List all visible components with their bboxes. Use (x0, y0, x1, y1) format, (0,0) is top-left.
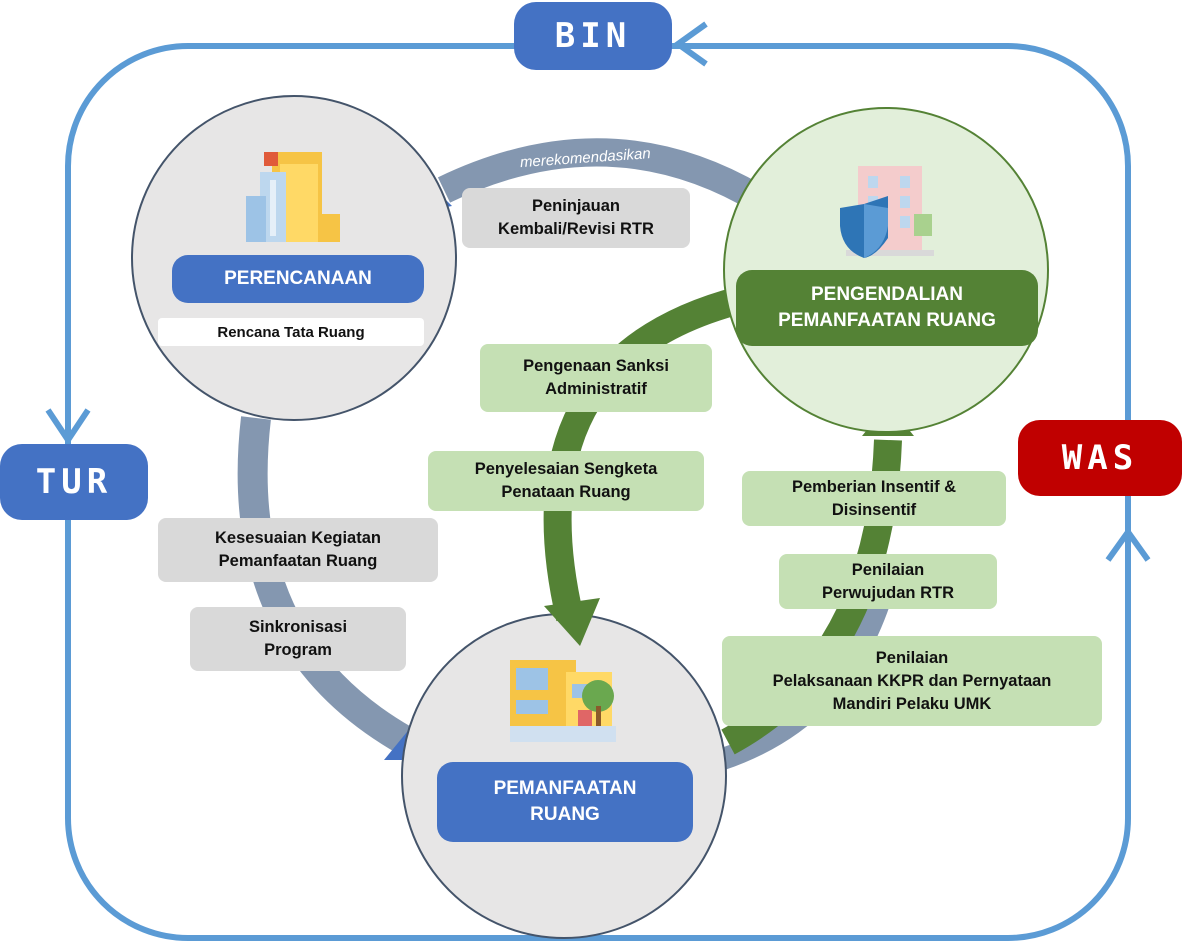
arrowhead-down-icon (544, 598, 600, 646)
pemanfaatan-title: PEMANFAATAN RUANG (437, 762, 693, 842)
sinkronisasi-box: Sinkronisasi Program (190, 607, 406, 671)
perencanaan-title: PERENCANAAN (172, 255, 424, 303)
insentif-box: Pemberian Insentif & Disinsentif (742, 471, 1006, 526)
shield-building-icon (840, 166, 934, 258)
frame-arrow-right-icon (672, 21, 708, 67)
peninjauan-box: Peninjauan Kembali/Revisi RTR (462, 188, 690, 248)
penilaian-rtr-box: Penilaian Perwujudan RTR (779, 554, 997, 609)
bin-tag: BIN (514, 2, 672, 70)
arc-merekomendasikan (437, 138, 768, 213)
sanksi-box: Pengenaan Sanksi Administratif (480, 344, 712, 412)
frame-arrow-down-icon (45, 408, 91, 446)
kesesuaian-box: Kesesuaian Kegiatan Pemanfaatan Ruang (158, 518, 438, 582)
was-tag: WAS (1018, 420, 1182, 496)
sengketa-box: Penyelesaian Sengketa Penataan Ruang (428, 451, 704, 511)
tur-tag: TUR (0, 444, 148, 520)
frame-arrow-up-icon (1105, 526, 1151, 562)
penilaian-kkpr-box: Penilaian Pelaksanaan KKPR dan Pernyataa… (722, 636, 1102, 726)
pengendalian-title: PENGENDALIAN PEMANFAATAN RUANG (736, 270, 1038, 346)
buildings-icon (246, 152, 340, 242)
perencanaan-subtitle: Rencana Tata Ruang (158, 318, 424, 346)
building-tree-icon (510, 660, 616, 742)
